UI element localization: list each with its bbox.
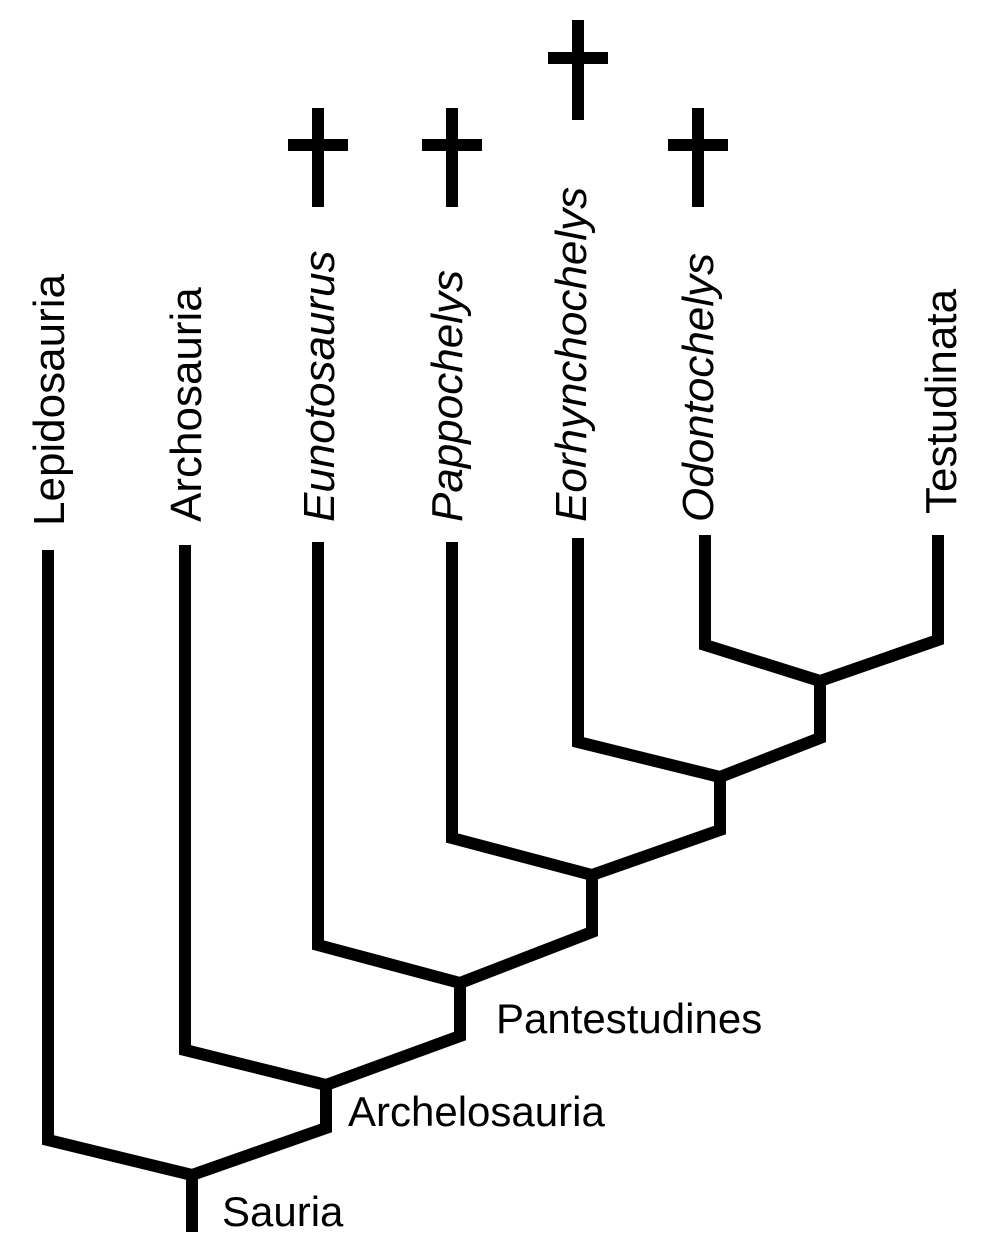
branch-eunotosaurus — [312, 542, 462, 989]
dagger-icon — [668, 108, 728, 207]
taxon-label-testudinata: Testudinata — [917, 288, 966, 514]
clade-labels: Pantestudines Archelosauria Sauria — [222, 995, 762, 1235]
taxon-labels: Lepidosauria Archosauria Eunotosaurus Pa… — [25, 187, 966, 526]
dagger-icon — [422, 108, 482, 207]
branch-pappochelys — [446, 542, 594, 881]
dagger-icon — [288, 108, 348, 207]
taxon-label-odontochelys: Odontochelys — [674, 253, 723, 522]
branch-lepidosauria — [42, 550, 194, 1181]
branch-archelosauria-to-pantestudines — [323, 978, 466, 1091]
branch-to-odontochelys-node — [717, 678, 826, 783]
clade-label-sauria: Sauria — [222, 1188, 344, 1235]
branch-archosauria — [179, 545, 328, 1091]
cladogram-branches — [42, 535, 944, 1232]
taxon-label-archosauria: Archosauria — [162, 287, 211, 522]
branch-to-eorhynchochelys-node — [590, 772, 726, 881]
taxon-label-lepidosauria: Lepidosauria — [25, 274, 74, 526]
branch-testudinata — [818, 535, 944, 687]
branch-sauria-to-archelosauria — [190, 1080, 332, 1181]
clade-label-archelosauria: Archelosauria — [348, 1088, 605, 1135]
clade-label-pantestudines: Pantestudines — [496, 995, 762, 1042]
branch-pantestudines-to-pappochelys-node — [457, 870, 598, 989]
taxon-label-pappochelys: Pappochelys — [423, 270, 472, 522]
dagger-icon — [548, 20, 608, 120]
branch-eorhynchochelys — [572, 538, 722, 783]
branch-odontochelys — [699, 535, 822, 687]
taxon-label-eorhynchochelys: Eorhynchochelys — [547, 187, 596, 522]
taxon-label-eunotosaurus: Eunotosaurus — [295, 250, 344, 522]
